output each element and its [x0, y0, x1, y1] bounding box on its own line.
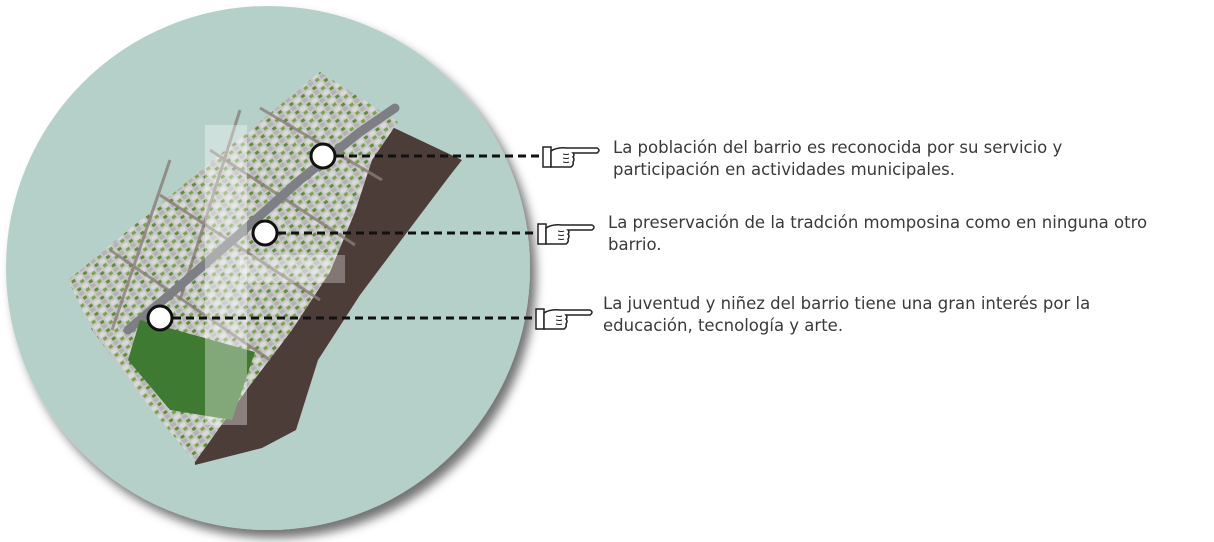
annotation-1-line-2: participación en actividades municipales…: [613, 160, 955, 179]
annotation-3-line-2: educación, tecnología y arte.: [603, 316, 844, 335]
annotation-2-line-2: barrio.: [608, 235, 662, 254]
main-street: [123, 103, 400, 335]
circle-marker-icon: [146, 304, 174, 332]
riverbank: [192, 126, 462, 465]
markers: [146, 142, 337, 332]
annotation-2-line-1: La preservación de la tradción momposina…: [608, 213, 1148, 232]
annotation-1: La población del barrio es reconocida po…: [613, 137, 1062, 181]
circle-marker-icon: [251, 219, 279, 247]
pointing-hand-icon: [535, 308, 593, 330]
annotation-2: La preservación de la tradción momposina…: [608, 212, 1147, 256]
leader-lines: [160, 154, 540, 320]
pointing-hand-icon: [537, 223, 595, 245]
pointing-hand-icon: [542, 146, 600, 168]
aerial-map: [68, 72, 462, 465]
annotation-3-line-1: La juventud y niñez del barrio tiene una…: [603, 294, 1091, 313]
annotation-1-line-1: La población del barrio es reconocida po…: [613, 138, 1063, 157]
park: [128, 320, 255, 420]
circle-marker-icon: [309, 142, 337, 170]
overlay-frame: [205, 125, 247, 425]
annotation-3: La juventud y niñez del barrio tiene una…: [603, 293, 1090, 337]
